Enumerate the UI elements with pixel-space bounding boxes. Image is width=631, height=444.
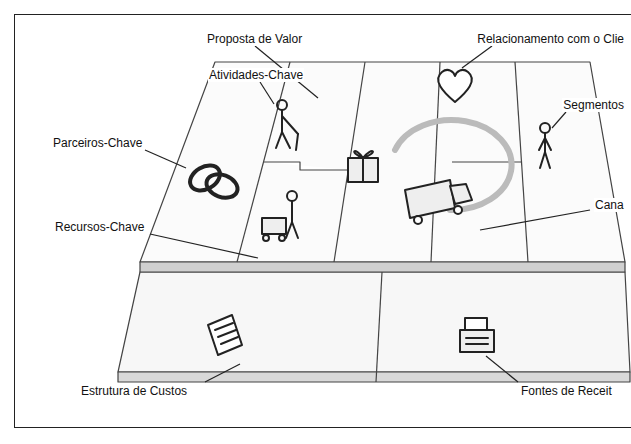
block-label: Cana xyxy=(594,198,625,212)
block-label: Estrutura de Custos xyxy=(80,384,188,398)
block-label: Segmentos xyxy=(562,98,625,112)
block-label: Relacionamento com o Clie xyxy=(476,32,625,46)
block-label: Atividades-Chave xyxy=(208,68,304,82)
block-label: Parceiros-Chave xyxy=(52,136,143,150)
block-label: Fontes de Receit xyxy=(520,384,613,398)
block-label: Proposta de Valor xyxy=(206,32,303,46)
block-label: Recursos-Chave xyxy=(54,220,145,234)
